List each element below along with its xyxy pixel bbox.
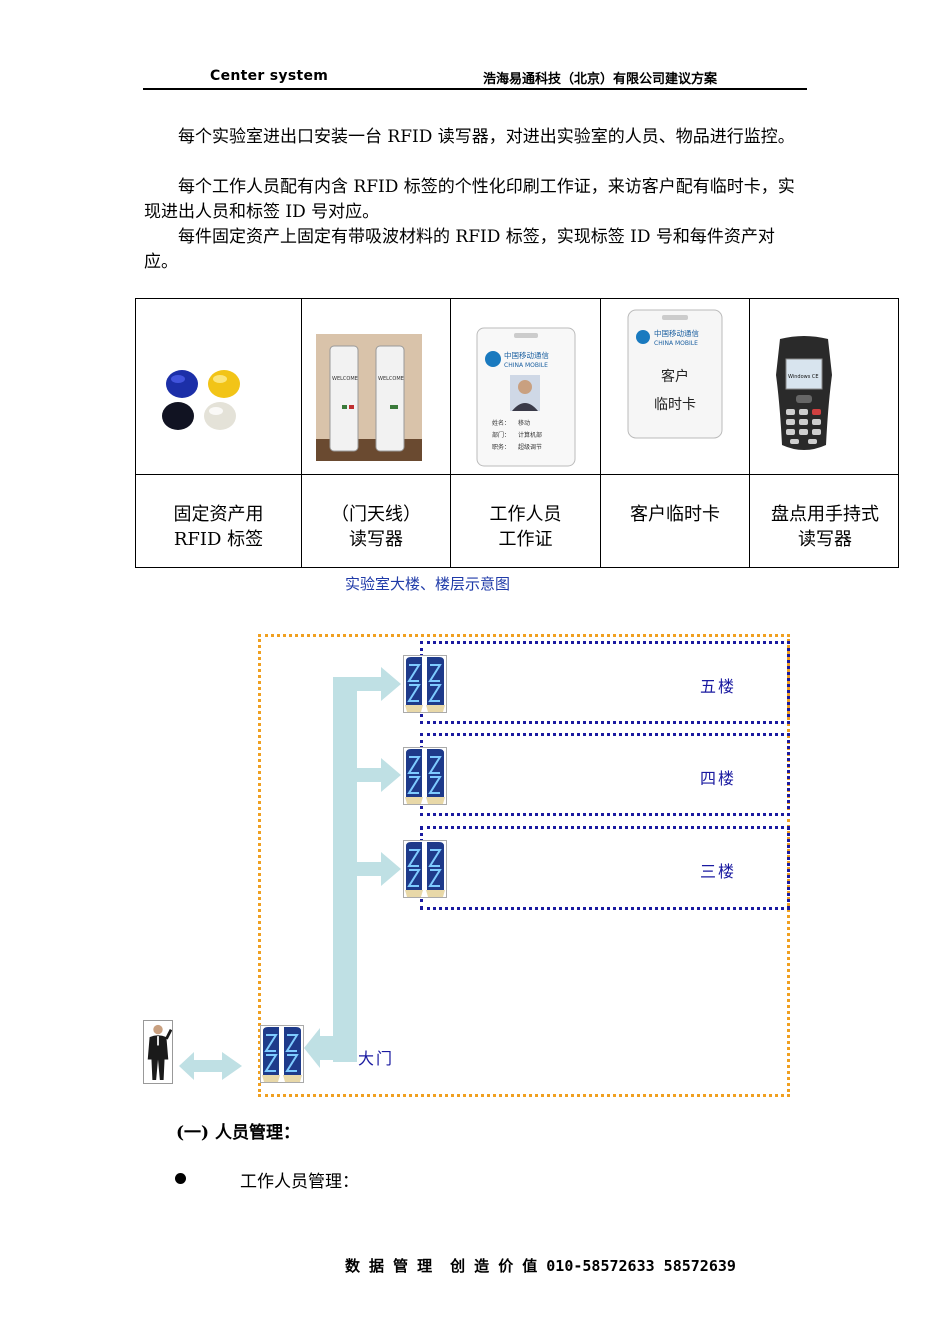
floor-label-3: 三楼 <box>700 862 737 881</box>
page-footer: 数 据 管 理 创 造 价 值 010-58572633 58572639 <box>345 1257 736 1275</box>
equipment-table: WELCOME WELCOME 中国移动通信 CHINA MOBILE 姓名： … <box>135 298 899 568</box>
caption-handheld-reader: 盘点用手持式 读写器 <box>771 504 879 550</box>
caption-temp-card: 客户临时卡 <box>630 504 720 525</box>
paragraph-asset: 每件固定资产上固定有带吸波材料的 RFID 标签，实现标签 ID 号和每件资产对… <box>144 227 775 272</box>
bullet-dot <box>175 1173 186 1184</box>
paragraph-badge: 每个工作人员配有内含 RFID 标签的个性化印刷工作证，来访客户配有临时卡，实现… <box>144 177 795 222</box>
badge-brand-en: CHINA MOBILE <box>504 362 548 369</box>
gate-icon-main <box>260 1025 304 1083</box>
card-brand-cn: 中国移动通信 <box>654 328 699 338</box>
gate-sign-left: WELCOME <box>332 376 358 382</box>
floor-label-5: 五楼 <box>700 677 737 696</box>
diagram-title: 实验室大楼、楼层示意图 <box>345 575 511 593</box>
page-header: Center system 浩海易通科技（北京）有限公司建议方案 <box>143 66 807 90</box>
staff-badge-image: 中国移动通信 CHINA MOBILE 姓名： 移动 部门： 计算机部 职务： … <box>476 327 576 467</box>
gate-sign-right: WELCOME <box>378 376 404 382</box>
section-title: (一) 人员管理： <box>176 1123 301 1143</box>
badge-title-value: 超级调节 <box>518 443 542 451</box>
badge-name-label: 姓名： <box>492 419 510 427</box>
caption-gate-reader: （门天线） 读写器 <box>331 504 421 550</box>
rfid-tags-image <box>162 370 240 430</box>
gate-icon-3 <box>403 840 447 898</box>
card-line1: 客户 <box>661 368 689 385</box>
badge-name-value: 移动 <box>518 419 530 427</box>
card-brand-en: CHINA MOBILE <box>654 340 698 347</box>
person-icon <box>143 1020 173 1084</box>
gate-icon-4 <box>403 747 447 805</box>
handheld-screen-text: Windows CE <box>788 374 819 380</box>
card-line2: 临时卡 <box>654 397 696 413</box>
caption-staff-badge: 工作人员 工作证 <box>489 504 562 550</box>
main-gate-label: 大门 <box>358 1049 395 1068</box>
floor-label-4: 四楼 <box>700 769 737 788</box>
badge-dept-label: 部门： <box>492 431 510 439</box>
gate-icon-5 <box>403 655 447 713</box>
bullet-text: 工作人员管理： <box>240 1172 359 1192</box>
gate-reader-image: WELCOME WELCOME <box>316 334 422 461</box>
caption-rfid-tag: 固定资产用 RFID 标签 <box>173 504 264 550</box>
badge-dept-value: 计算机部 <box>518 431 542 439</box>
header-company-title: 浩海易通科技（北京）有限公司建议方案 <box>483 72 718 87</box>
temp-card-image: 中国移动通信 CHINA MOBILE 客户 临时卡 <box>627 309 723 439</box>
header-system-name: Center system <box>210 68 329 84</box>
badge-brand-cn: 中国移动通信 <box>504 350 549 360</box>
handheld-reader-image: Windows CE <box>776 336 832 450</box>
badge-title-label: 职务： <box>492 443 510 451</box>
paragraph-reader: 每个实验室进出口安装一台 RFID 读写器，对进出实验室的人员、物品进行监控。 <box>178 127 795 147</box>
